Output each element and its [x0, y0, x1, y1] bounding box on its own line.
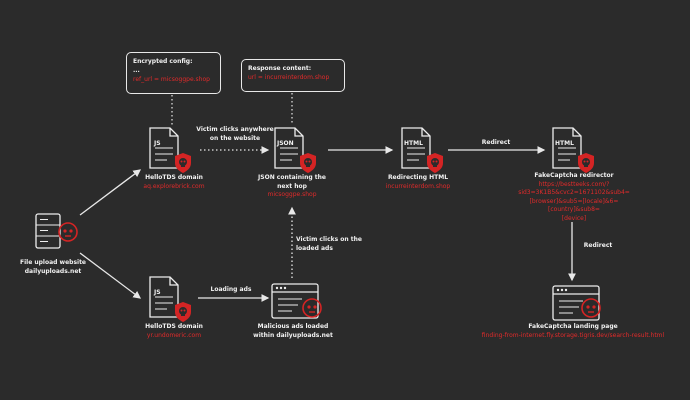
redir-sub: incurreinterdom.shop	[385, 182, 451, 190]
site-skull-icon	[58, 222, 78, 242]
ads-browser-window-icon	[271, 283, 319, 319]
arrow-site-to-tds1	[79, 169, 142, 216]
json-badge: JSON	[276, 140, 294, 147]
fake-sub-0: https://bestteeks.com/?	[538, 180, 610, 188]
tds2-script-file-icon	[149, 276, 179, 318]
json-label: JSON containing the next hop micsoggpe.s…	[246, 174, 338, 200]
tds1-badge: JS	[153, 140, 161, 147]
edge-loading-ads: Loading ads	[210, 286, 252, 293]
tds1-label: HelloTDS domain aq.explorebrick.com	[124, 174, 224, 191]
ads-title2: within dailyuploads.net	[253, 331, 333, 339]
edge-victim-clicks: Victim clicks anywhere on the website	[188, 125, 282, 143]
tds1-title: HelloTDS domain	[145, 174, 203, 181]
edge-victim-clicks-ads-line2: loaded ads	[296, 245, 333, 252]
arrow-site-to-tds2	[79, 252, 142, 299]
redirect-html-file-icon	[401, 127, 431, 169]
landing-label: FakeCaptcha landing page finding-from-in…	[460, 323, 686, 340]
config-callout-line1: ...	[133, 67, 140, 74]
tds1-script-file-icon	[149, 127, 179, 169]
fake-sub-3: [device]	[561, 214, 587, 222]
edge-redirect-1: Redirect	[481, 139, 511, 146]
response-callout: Response content: url = incurreinterdom.…	[241, 59, 345, 92]
ads-title: Malicious ads loaded	[257, 323, 329, 330]
site-sub: dailyuploads.net	[24, 267, 82, 275]
redirect-skull-shield-icon	[427, 153, 443, 173]
tds1-sub: aq.explorebrick.com	[143, 182, 205, 190]
json-skull-shield-icon	[300, 153, 316, 173]
config-callout-line2: ref_url = micsoggpe.shop	[133, 76, 210, 83]
landing-sub: finding-from-internet.fly.storage.tigris…	[481, 331, 665, 339]
fakecaptcha-html-file-icon	[552, 127, 582, 169]
config-callout-title: Encrypted config:	[133, 58, 193, 65]
response-callout-title: Response content:	[248, 65, 312, 72]
tds2-title: HelloTDS domain	[145, 323, 203, 330]
tds2-label: HelloTDS domain yr.undomeric.com	[124, 323, 224, 340]
fake-sub-2: [browser]&sub5=[locale]&6=[country]&sub8…	[529, 197, 619, 214]
edge-victim-clicks-line1: Victim clicks anywhere	[196, 126, 274, 133]
server-icon	[35, 213, 61, 249]
json-title2: next hop	[277, 182, 307, 190]
landing-browser-window-icon	[552, 285, 600, 321]
landing-title: FakeCaptcha landing page	[528, 323, 618, 330]
tds2-badge: JS	[153, 289, 161, 296]
fake-badge: HTML	[555, 140, 574, 147]
json-title: JSON containing the	[258, 174, 326, 181]
fakecaptcha-skull-shield-icon	[578, 153, 594, 173]
edge-victim-clicks-ads: Victim clicks on the loaded ads	[296, 235, 368, 253]
edge-redirect-2: Redirect	[583, 242, 613, 249]
fake-label: FakeCaptcha redirector https://bestteeks…	[508, 172, 640, 223]
redir-label: Redirecting HTML incurreinterdom.shop	[368, 174, 468, 191]
response-callout-line1: url = incurreinterdom.shop	[248, 74, 330, 81]
tds1-skull-shield-icon	[175, 153, 191, 173]
tds2-skull-shield-icon	[175, 302, 191, 322]
ads-label: Malicious ads loaded within dailyuploads…	[238, 323, 348, 340]
edge-victim-clicks-line2: on the website	[209, 135, 261, 142]
site-label: File upload website dailyuploads.net	[8, 259, 98, 276]
fake-sub-1: sid3=3K1B5&cvc2=1671102&sub4=	[518, 189, 630, 196]
tds2-sub: yr.undomeric.com	[146, 331, 202, 339]
redir-title: Redirecting HTML	[387, 174, 449, 181]
redir-badge: HTML	[404, 140, 423, 147]
site-title: File upload website	[19, 259, 87, 266]
json-sub: micsoggpe.shop	[267, 191, 317, 198]
config-callout: Encrypted config: ... ref_url = micsoggp…	[126, 52, 221, 94]
fake-title: FakeCaptcha redirector	[534, 172, 614, 179]
edge-victim-clicks-ads-line1: Victim clicks on the	[296, 236, 362, 243]
